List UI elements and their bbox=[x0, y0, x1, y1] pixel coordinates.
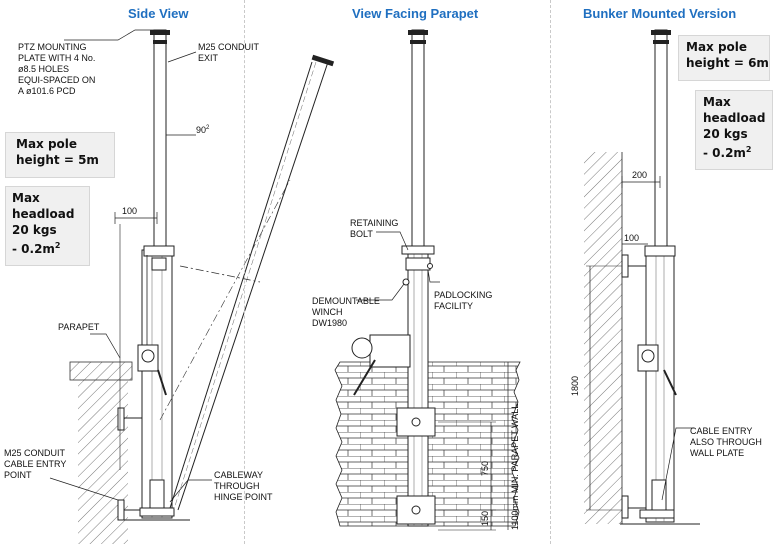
dim-side-100: 100 bbox=[122, 206, 138, 216]
title-view-facing-parapet: View Facing Parapet bbox=[352, 6, 479, 21]
dim-bunker-100: 100 bbox=[624, 233, 640, 243]
side-parapet-coping bbox=[69, 361, 133, 381]
max-headload-box bbox=[5, 186, 90, 266]
label-m25-exit: M25 CONDUIT EXIT bbox=[198, 42, 260, 63]
dim-750: 750 bbox=[480, 460, 490, 476]
label-winch: DEMOUNTABLE WINCH DW1980 bbox=[312, 296, 380, 328]
side-lower-tube bbox=[141, 249, 173, 519]
label-parapet: PARAPET bbox=[58, 322, 100, 332]
label-m25-entry: M25 CONDUIT CABLE ENTRY POINT bbox=[4, 448, 67, 480]
side-ptz-plate bbox=[150, 30, 170, 35]
label-min-wall: 1100mm MIN. PARAPET WALL bbox=[510, 403, 520, 530]
bunker-view-drawing bbox=[584, 29, 700, 525]
label-padlocking: PADLOCKING FACILITY bbox=[434, 290, 493, 311]
side-upper-pole bbox=[153, 29, 167, 253]
max-pole-box bbox=[5, 132, 115, 178]
label-max-headload: Max headload 20 kgs - 0.2m2 bbox=[12, 191, 75, 256]
dim-150: 150 bbox=[480, 510, 490, 526]
side-view-drawing bbox=[49, 29, 335, 544]
label-cableway: CABLEWAY THROUGH HINGE POINT bbox=[214, 470, 273, 502]
parapet-view-drawing bbox=[334, 29, 521, 531]
label-angle: 902 bbox=[196, 125, 210, 135]
section-divider bbox=[244, 0, 245, 544]
title-bunker-mounted: Bunker Mounted Version bbox=[583, 6, 737, 21]
dim-200: 200 bbox=[632, 170, 648, 180]
dim-1800: 1800 bbox=[570, 375, 580, 396]
label-bunker-max-pole: Max pole height = 6m bbox=[686, 40, 769, 70]
title-side-view: Side View bbox=[128, 6, 189, 21]
bunker-headload-box bbox=[695, 90, 773, 170]
label-bunker-headload: Max headload 20 kgs - 0.2m2 bbox=[703, 95, 766, 160]
bunker-max-pole-box bbox=[678, 35, 770, 81]
section-divider bbox=[550, 0, 551, 544]
label-ptz-plate: PTZ MOUNTING PLATE WITH 4 No. ø8.5 HOLES… bbox=[18, 42, 96, 96]
label-retaining-bolt: RETAINING BOLT bbox=[350, 218, 399, 239]
label-cable-entry: CABLE ENTRY ALSO THROUGH WALL PLATE bbox=[690, 426, 762, 458]
label-max-pole: Max pole height = 5m bbox=[16, 137, 99, 167]
